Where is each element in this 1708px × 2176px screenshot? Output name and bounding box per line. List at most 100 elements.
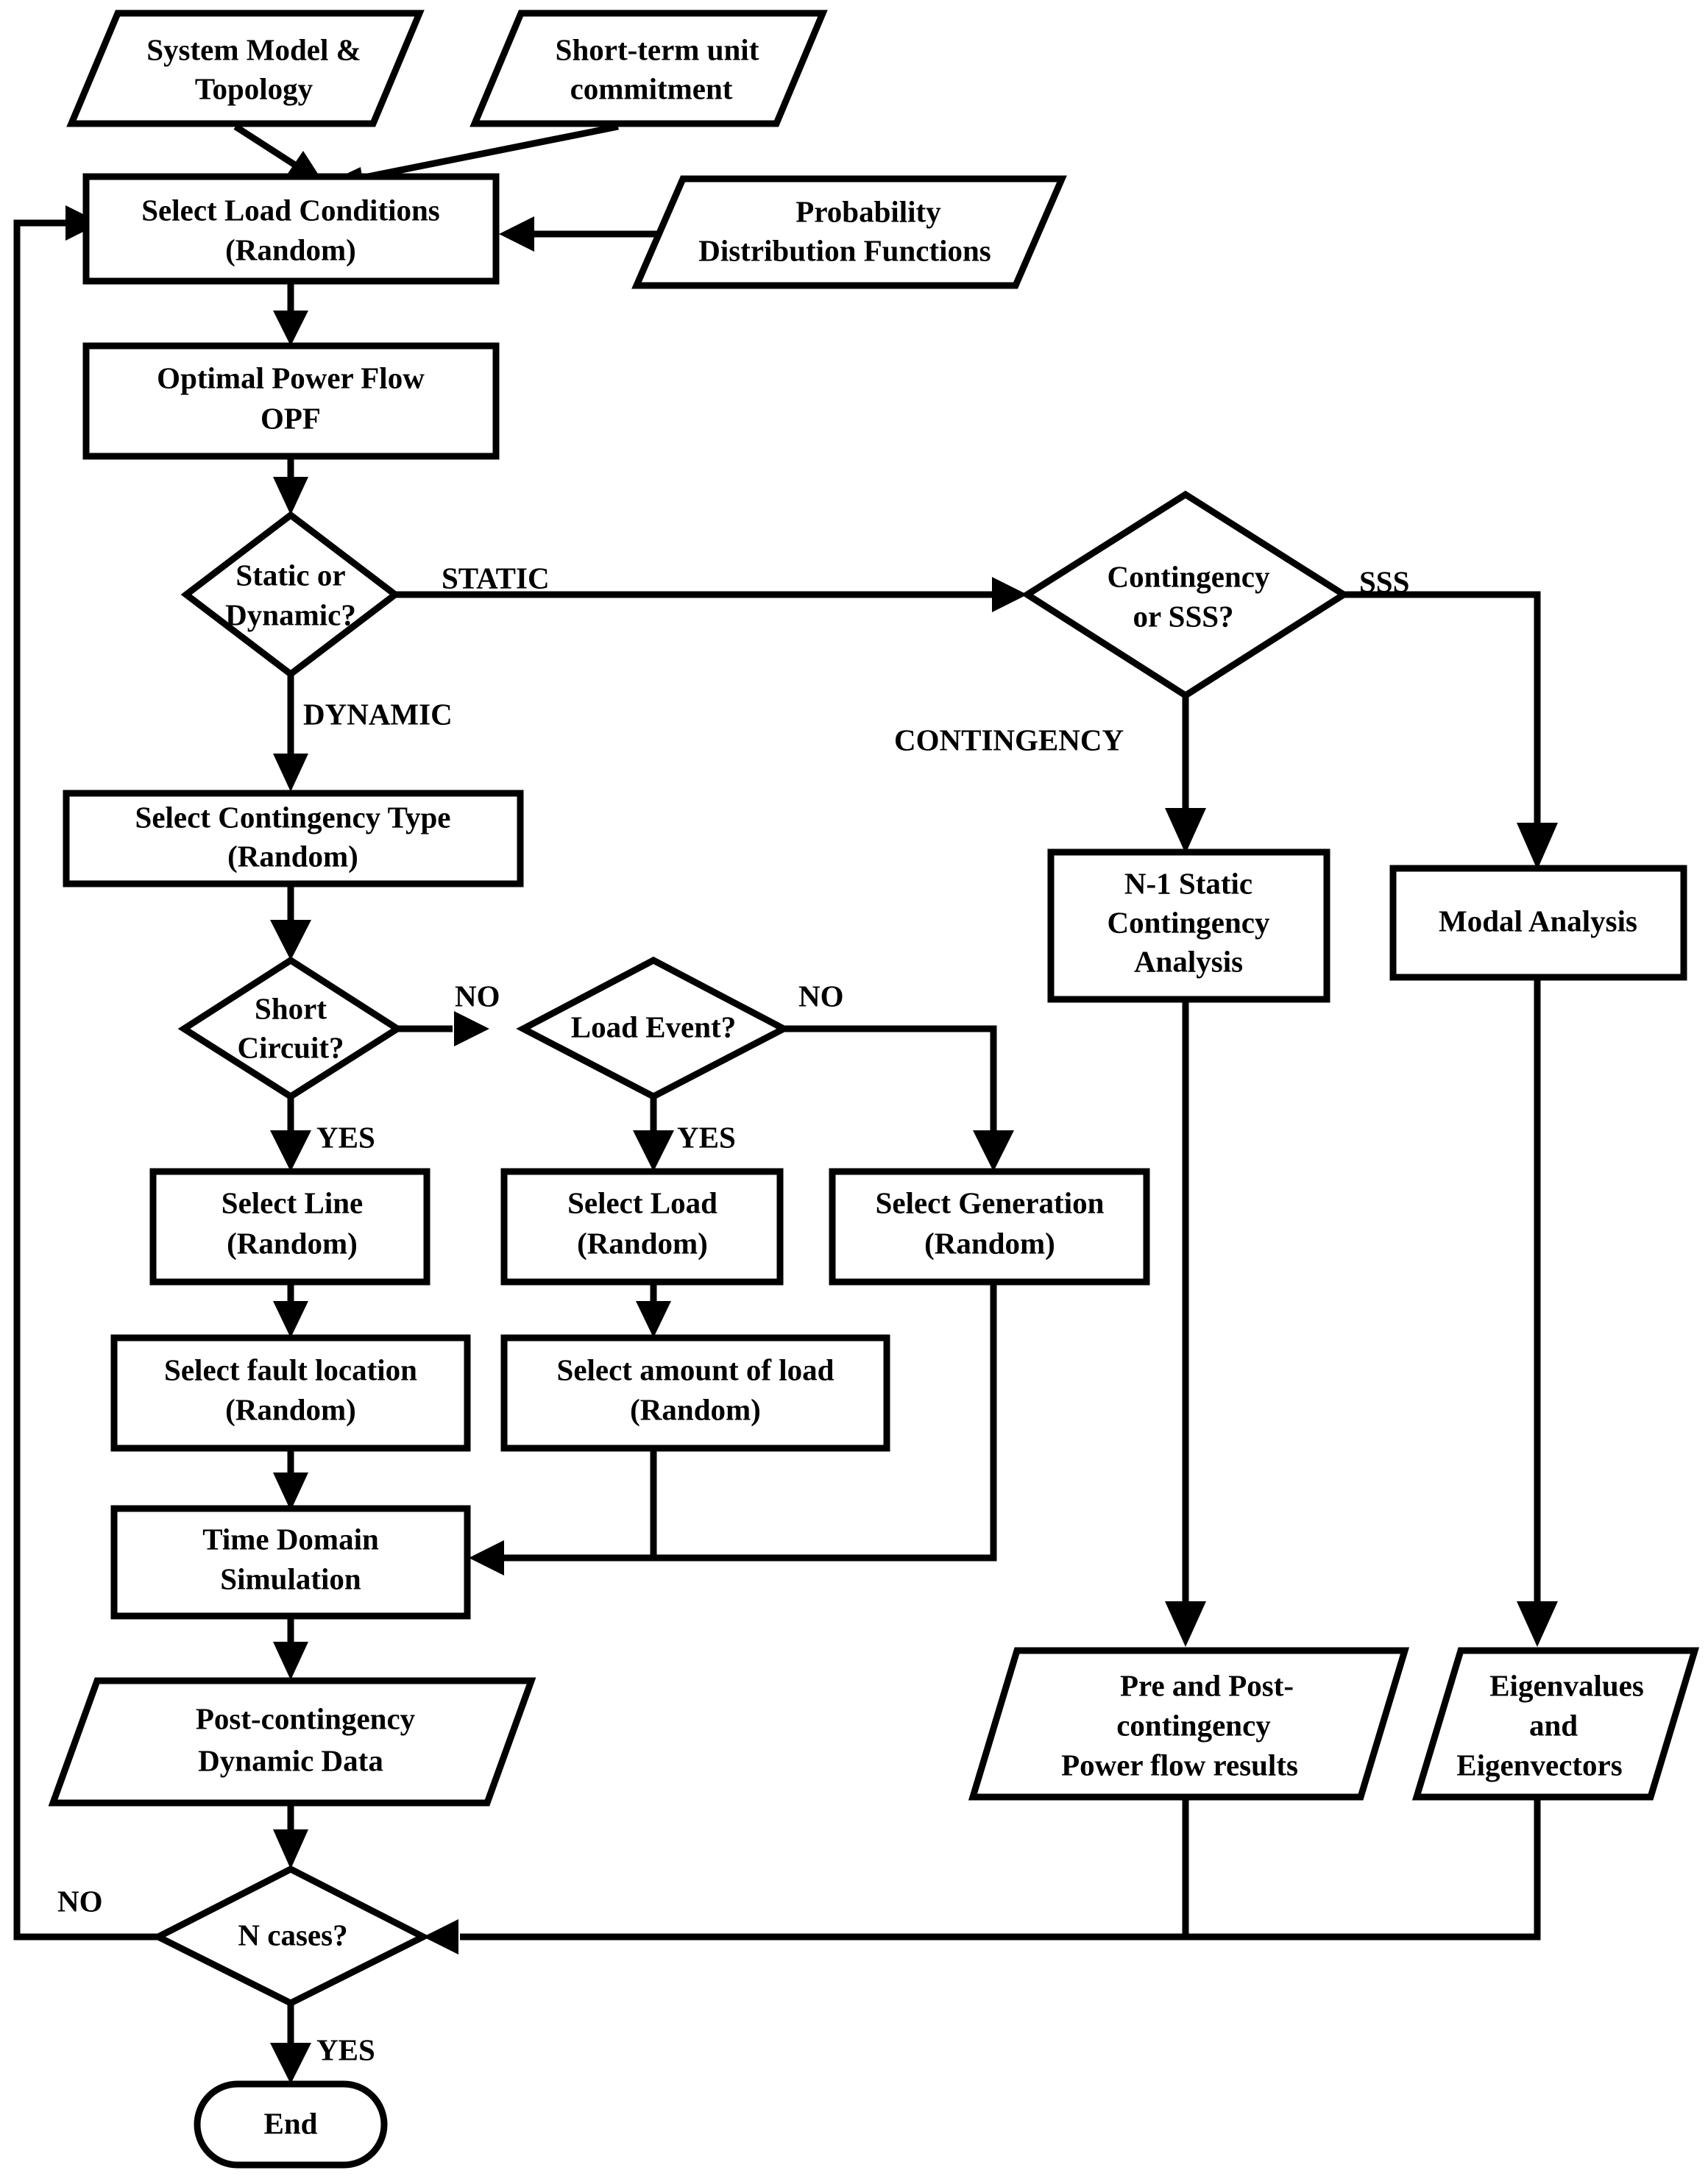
edge-short-circuit-no-to-load-event xyxy=(397,1011,489,1046)
edge-eigen-to-ncases xyxy=(423,1797,1541,1954)
edge-label-static: STATIC xyxy=(442,561,550,595)
edge-sss-to-modal-analysis xyxy=(1344,591,1558,870)
node-static-or-dynamic-line1: Static or xyxy=(235,558,345,592)
node-select-load-conditions[interactable]: Select Load Conditions (Random) xyxy=(82,173,500,285)
edge-static-to-contingency-sss xyxy=(395,577,1027,612)
node-short-term-uc-line1: Short-term unit xyxy=(556,32,759,66)
node-short-term-unit-commitment[interactable]: Short-term unit commitment xyxy=(469,10,828,127)
node-post-contingency-data-line1: Post-contingency xyxy=(196,1701,416,1735)
node-end[interactable]: End xyxy=(194,2080,388,2169)
edge-modal-analysis-to-eigen xyxy=(1517,975,1558,1647)
node-opf-line1: Optimal Power Flow xyxy=(157,361,425,394)
node-select-amount-of-load-line2: (Random) xyxy=(630,1392,761,1426)
node-select-fault-location-line2: (Random) xyxy=(225,1392,356,1426)
edge-label-contingency: CONTINGENCY xyxy=(894,723,1124,756)
node-pdf-line2: Distribution Functions xyxy=(698,233,991,267)
node-select-load-line2: (Random) xyxy=(577,1226,708,1260)
node-contingency-or-sss[interactable]: Contingency or SSS? xyxy=(1021,490,1350,700)
node-end-label: End xyxy=(264,2106,318,2140)
node-tds-line1: Time Domain xyxy=(202,1522,379,1556)
edge-label-load-event-yes: YES xyxy=(677,1120,736,1154)
node-static-or-dynamic-line2: Dynamic? xyxy=(225,598,356,631)
node-time-domain-simulation[interactable]: Time Domain Simulation xyxy=(110,1505,471,1620)
node-n-cases[interactable]: N cases? xyxy=(151,1865,430,2007)
node-select-generation-line2: (Random) xyxy=(924,1226,1055,1260)
node-select-load[interactable]: Select Load (Random) xyxy=(500,1168,784,1286)
edge-load-event-no-to-select-generation xyxy=(784,1025,1014,1172)
edge-opf-to-static-or-dynamic xyxy=(273,456,308,515)
node-post-contingency-dynamic-data[interactable]: Post-contingency Dynamic Data xyxy=(48,1677,536,1807)
edge-label-short-circuit-yes: YES xyxy=(316,1120,375,1154)
edge-pdf-to-select-load xyxy=(499,216,666,252)
node-load-event-line1: Load Event? xyxy=(571,1010,736,1043)
node-pre-post-power-flow-results[interactable]: Pre and Post- contingency Power flow res… xyxy=(968,1647,1410,1801)
node-eigen-line3: Eigenvectors xyxy=(1456,1748,1622,1782)
node-pdf-line1: Probability xyxy=(795,194,941,228)
node-select-generation-line1: Select Generation xyxy=(876,1186,1105,1219)
node-select-line[interactable]: Select Line (Random) xyxy=(149,1168,430,1286)
node-static-or-dynamic[interactable]: Static or Dynamic? xyxy=(180,511,401,678)
node-select-load-conditions-line1: Select Load Conditions xyxy=(141,193,440,227)
node-post-contingency-data-line2: Dynamic Data xyxy=(198,1743,383,1777)
edge-select-amount-to-tds xyxy=(469,1448,657,1576)
node-n1-static-line3: Analysis xyxy=(1134,944,1243,978)
node-opf-line2: OPF xyxy=(261,401,321,435)
node-select-generation[interactable]: Select Generation (Random) xyxy=(829,1168,1150,1286)
node-select-line-line2: (Random) xyxy=(227,1226,358,1260)
node-n-cases-line1: N cases? xyxy=(238,1918,347,1952)
edge-select-generation-to-tds xyxy=(655,1282,997,1562)
edge-label-sss: SSS xyxy=(1359,564,1409,598)
edge-tds-to-post-contingency-data xyxy=(273,1616,308,1680)
edge-select-line-to-select-fault-location xyxy=(273,1282,308,1338)
edge-select-contingency-type-to-short-circuit xyxy=(270,883,311,960)
edge-select-load-to-opf xyxy=(273,281,308,346)
node-select-amount-of-load[interactable]: Select amount of load (Random) xyxy=(500,1334,890,1452)
node-pre-post-line3: Power flow results xyxy=(1061,1748,1298,1782)
edge-ncases-no-feedback xyxy=(13,205,158,1941)
node-n1-static-line2: Contingency xyxy=(1108,905,1270,939)
node-select-contingency-type-line1: Select Contingency Type xyxy=(135,800,451,834)
node-short-term-uc-line2: commitment xyxy=(570,71,733,105)
edge-dynamic-to-select-contingency-type xyxy=(273,674,308,792)
node-select-fault-location-line1: Select fault location xyxy=(164,1353,417,1386)
edge-label-dynamic: DYNAMIC xyxy=(303,697,453,731)
node-select-contingency-type-line2: (Random) xyxy=(227,839,358,873)
edge-label-short-circuit-no: NO xyxy=(455,979,500,1013)
node-select-fault-location[interactable]: Select fault location (Random) xyxy=(110,1334,471,1452)
node-pre-post-line1: Pre and Post- xyxy=(1120,1668,1294,1702)
node-n1-static-contingency-analysis[interactable]: N-1 Static Contingency Analysis xyxy=(1047,848,1330,1003)
node-n1-static-line1: N-1 Static xyxy=(1124,866,1252,900)
node-short-circuit-line1: Short xyxy=(255,991,327,1025)
node-eigenvalues-and-eigenvectors[interactable]: Eigenvalues and Eigenvectors xyxy=(1411,1647,1700,1801)
edge-select-load-to-select-amount xyxy=(636,1282,671,1338)
node-select-amount-of-load-line1: Select amount of load xyxy=(557,1353,834,1386)
node-modal-analysis[interactable]: Modal Analysis xyxy=(1389,865,1687,981)
node-short-circuit-line2: Circuit? xyxy=(237,1030,344,1064)
node-select-contingency-type[interactable]: Select Contingency Type (Random) xyxy=(63,790,524,887)
node-system-model-line1: System Model & xyxy=(146,32,361,66)
node-select-line-line1: Select Line xyxy=(222,1186,363,1219)
node-pre-post-line2: contingency xyxy=(1116,1708,1271,1742)
node-load-event[interactable]: Load Event? xyxy=(516,956,791,1101)
node-probability-distribution-functions[interactable]: Probability Distribution Functions xyxy=(631,175,1067,289)
edge-label-n-cases-yes: YES xyxy=(316,2033,375,2066)
edge-post-contingency-data-to-ncases xyxy=(273,1803,308,1869)
edge-ncases-yes-to-end xyxy=(270,2003,311,2084)
edge-select-fault-location-to-tds xyxy=(273,1448,308,1511)
edge-label-load-event-no: NO xyxy=(798,979,844,1013)
node-system-model[interactable]: System Model & Topology xyxy=(66,10,425,127)
node-tds-line2: Simulation xyxy=(220,1562,361,1595)
node-select-load-line1: Select Load xyxy=(567,1186,717,1219)
edge-n1-static-to-pre-post-results xyxy=(1165,997,1206,1647)
node-contingency-or-sss-line2: or SSS? xyxy=(1133,599,1233,633)
node-short-circuit[interactable]: Short Circuit? xyxy=(177,956,404,1101)
edge-short-circuit-yes-to-select-line xyxy=(270,1096,311,1172)
node-optimal-power-flow[interactable]: Optimal Power Flow OPF xyxy=(82,342,500,460)
node-eigen-line1: Eigenvalues xyxy=(1489,1668,1644,1702)
node-eigen-line2: and xyxy=(1529,1708,1578,1742)
edge-label-n-cases-no: NO xyxy=(57,1884,103,1918)
node-modal-analysis-line1: Modal Analysis xyxy=(1439,904,1637,938)
edge-contingency-to-n1-static xyxy=(1165,673,1206,854)
